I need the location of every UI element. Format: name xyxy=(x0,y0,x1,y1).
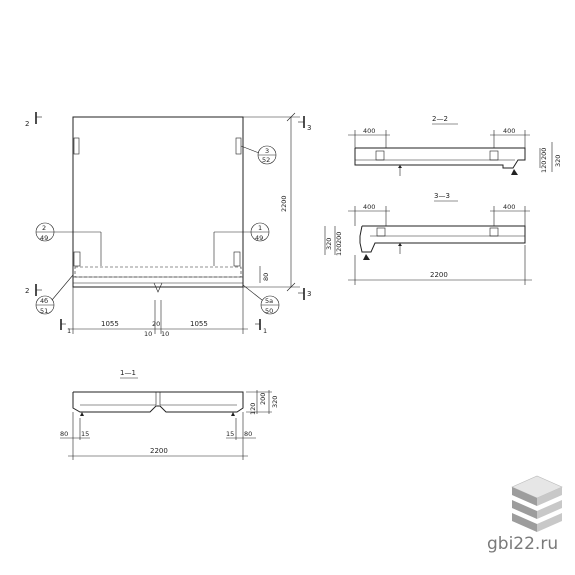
section-2-2-h3: 320 xyxy=(554,155,562,167)
svg-text:2: 2 xyxy=(25,120,29,128)
svg-text:1: 1 xyxy=(67,327,71,335)
svg-text:49: 49 xyxy=(255,234,263,242)
slab-outline xyxy=(72,116,244,288)
callout-3-52: 3 52 xyxy=(240,145,277,165)
section-1-1-left-inner: 15 xyxy=(81,430,89,438)
section-3-3-title: 3—3 xyxy=(434,192,450,200)
callout-2-49: 2 49 xyxy=(35,222,101,242)
plan-mid-dim: 20 xyxy=(152,320,160,328)
section-1-1-h2: 200 xyxy=(259,393,267,405)
plan-mid-left: 10 xyxy=(144,330,152,338)
section-1-1-profile xyxy=(72,391,244,413)
callout-1-49: 1 49 xyxy=(214,222,270,242)
svg-text:52: 52 xyxy=(262,156,270,164)
site-watermark: gbi22.ru xyxy=(487,534,559,554)
embed-bot-left xyxy=(73,251,81,267)
section-mark-1-left: 1 xyxy=(60,319,71,335)
section-mark-1-right: 1 xyxy=(255,319,267,335)
section-2-2-h2: 120 xyxy=(540,161,548,173)
svg-text:2: 2 xyxy=(25,287,29,295)
section-3-3-right-dim: 400 xyxy=(503,203,515,211)
embed-top-right xyxy=(235,137,242,155)
plan-height-dim: 2200 xyxy=(280,195,288,212)
section-2-2-title: 2—2 xyxy=(432,115,448,123)
svg-text:2: 2 xyxy=(42,224,46,232)
svg-text:1: 1 xyxy=(258,224,262,232)
plan-mid-right: 10 xyxy=(161,330,169,338)
embed-top-left xyxy=(73,137,80,155)
section-1-1-left-edge: 80 xyxy=(60,430,68,438)
section-3-3-length: 2200 xyxy=(430,271,448,279)
section-1-1-right-inner: 15 xyxy=(226,430,234,438)
svg-text:4б: 4б xyxy=(40,297,48,305)
section-2-2-right-dim: 400 xyxy=(503,127,515,135)
section-3-3-profile xyxy=(359,225,526,253)
bottom-rib-band xyxy=(74,266,242,278)
svg-text:3: 3 xyxy=(307,290,311,298)
svg-text:50: 50 xyxy=(265,307,273,315)
plan-gap-dim: 80 xyxy=(262,273,270,281)
section-2-2-profile xyxy=(354,147,526,169)
plan-left-width: 1055 xyxy=(101,320,119,328)
svg-text:3: 3 xyxy=(265,147,269,155)
section-2-2-left-dim: 400 xyxy=(363,127,375,135)
plan-view: 2 2 3 3 2200 80 1055 xyxy=(25,112,311,338)
stacked-slabs-logo xyxy=(511,475,563,532)
callout-4b-51: 4б 51 xyxy=(35,274,74,315)
section-1-1: 1—1 120 200 320 80 15 15 80 2200 xyxy=(60,369,279,460)
section-1-1-right-edge: 80 xyxy=(244,430,252,438)
svg-text:3: 3 xyxy=(307,124,311,132)
section-2-2-h1: 200 xyxy=(540,148,548,160)
cut-mark-3-bottom: 3 xyxy=(298,288,311,300)
svg-text:51: 51 xyxy=(40,307,48,315)
callout-5a-50: 5а 50 xyxy=(242,284,280,315)
svg-text:49: 49 xyxy=(40,234,48,242)
section-3-3: 3—3 400 400 320 120 200 2200 xyxy=(324,192,532,285)
cut-mark-3-top: 3 xyxy=(298,116,311,132)
section-1-1-h-total: 320 xyxy=(271,396,279,408)
section-3-3-h-total: 320 xyxy=(325,238,333,250)
section-3-3-h1: 200 xyxy=(335,232,343,244)
section-2-2: 2—2 400 400 120 200 320 xyxy=(348,115,562,176)
section-1-1-h1: 120 xyxy=(249,403,257,415)
svg-text:1: 1 xyxy=(263,327,267,335)
embed-bot-right xyxy=(233,251,241,267)
plan-right-width: 1055 xyxy=(190,320,208,328)
section-1-1-length: 2200 xyxy=(150,447,168,455)
section-1-1-title: 1—1 xyxy=(120,369,136,377)
cut-mark-2-bottom: 2 xyxy=(25,284,42,296)
svg-text:5а: 5а xyxy=(265,297,273,305)
cut-mark-2-top: 2 xyxy=(25,112,42,128)
section-3-3-left-dim: 400 xyxy=(363,203,375,211)
section-3-3-h2: 120 xyxy=(335,244,343,256)
